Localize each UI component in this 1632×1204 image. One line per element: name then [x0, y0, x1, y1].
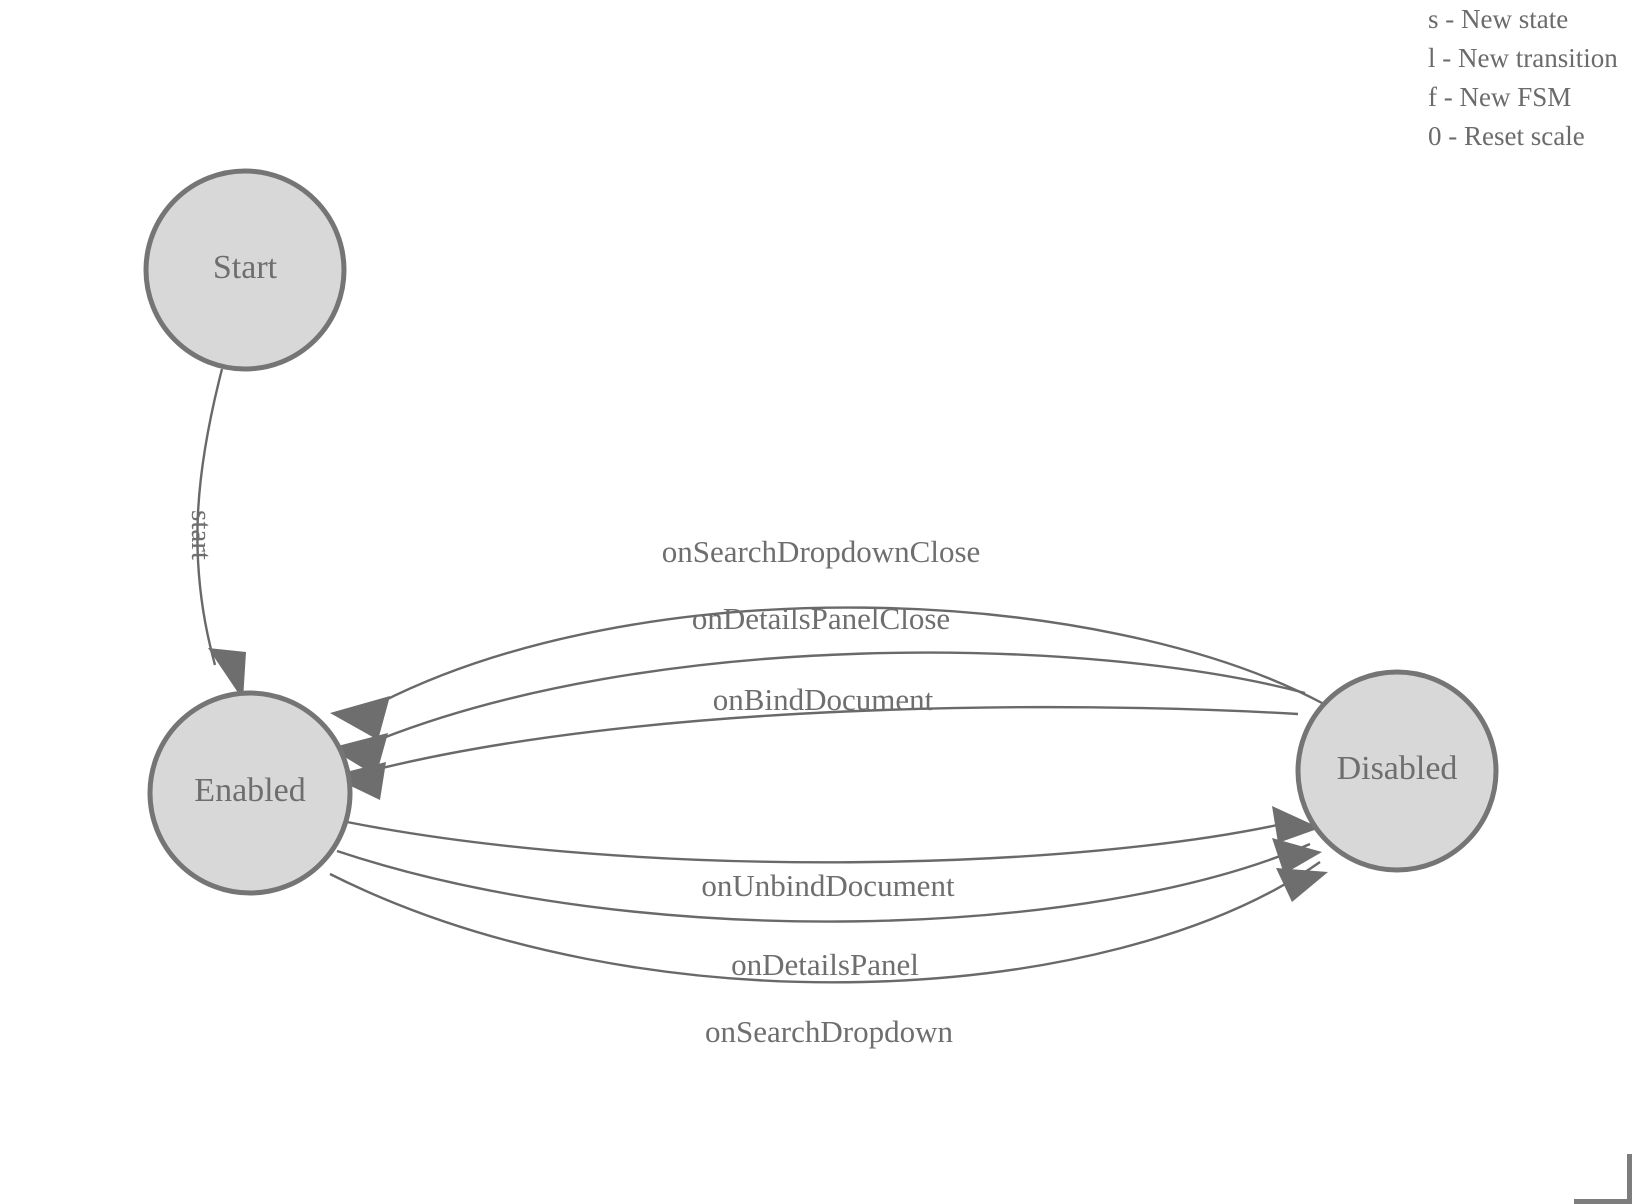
- transition-ondetailspanel[interactable]: onDetailsPanel: [336, 838, 1322, 982]
- transition-ondetailspanelclose-path[interactable]: [367, 651, 1306, 746]
- state-node-enabled-label: Enabled: [194, 772, 305, 809]
- transition-ondetailspanelclose[interactable]: onDetailsPanelClose: [330, 601, 1306, 776]
- transition-onunbinddocument-path[interactable]: [346, 818, 1301, 864]
- transition-ondetailspanel-path[interactable]: [336, 842, 1311, 923]
- transition-start[interactable]: start: [185, 368, 246, 700]
- transition-start-label: start: [185, 510, 217, 560]
- transition-start-path[interactable]: [196, 368, 224, 666]
- state-node-disabled-label: Disabled: [1337, 750, 1458, 787]
- transition-onsearchdropdown-arrowhead: [1276, 868, 1328, 902]
- state-node-disabled-circle[interactable]: [1295, 669, 1499, 873]
- transition-ondetailspanel-arrowhead: [1272, 838, 1322, 874]
- transition-onsearchdropdown-path[interactable]: [329, 861, 1321, 984]
- transition-onbinddocument-arrowhead: [330, 762, 386, 800]
- transition-onsearchdropdown[interactable]: onSearchDropdown: [329, 861, 1328, 1049]
- state-node-enabled-circle[interactable]: [147, 690, 353, 896]
- state-node-disabled[interactable]: Disabled: [1295, 669, 1499, 873]
- state-node-start-label: Start: [213, 249, 278, 286]
- transition-ondetailspanel-label: onDetailsPanel: [731, 947, 919, 982]
- state-node-enabled[interactable]: Enabled: [147, 690, 353, 896]
- transition-onbinddocument[interactable]: onBindDocument: [330, 682, 1299, 800]
- transition-onsearchdropdownclose-arrowhead: [330, 696, 390, 740]
- transition-onunbinddocument[interactable]: onUnbindDocument: [346, 806, 1320, 903]
- transition-onunbinddocument-arrowhead: [1272, 806, 1320, 843]
- transition-onunbinddocument-label: onUnbindDocument: [701, 868, 955, 903]
- state-node-start[interactable]: Start: [143, 168, 347, 372]
- transition-onbinddocument-path[interactable]: [365, 705, 1299, 774]
- transition-onsearchdropdown-label: onSearchDropdown: [705, 1014, 953, 1049]
- transition-onsearchdropdownclose[interactable]: onSearchDropdownClose: [330, 534, 1323, 740]
- transition-ondetailspanelclose-label: onDetailsPanelClose: [692, 601, 950, 636]
- state-node-start-circle[interactable]: [143, 168, 347, 372]
- transition-onbinddocument-label: onBindDocument: [713, 682, 934, 717]
- transition-onsearchdropdownclose-label: onSearchDropdownClose: [662, 534, 981, 569]
- transition-start-arrowhead: [208, 648, 246, 700]
- transition-onsearchdropdownclose-path[interactable]: [369, 606, 1323, 710]
